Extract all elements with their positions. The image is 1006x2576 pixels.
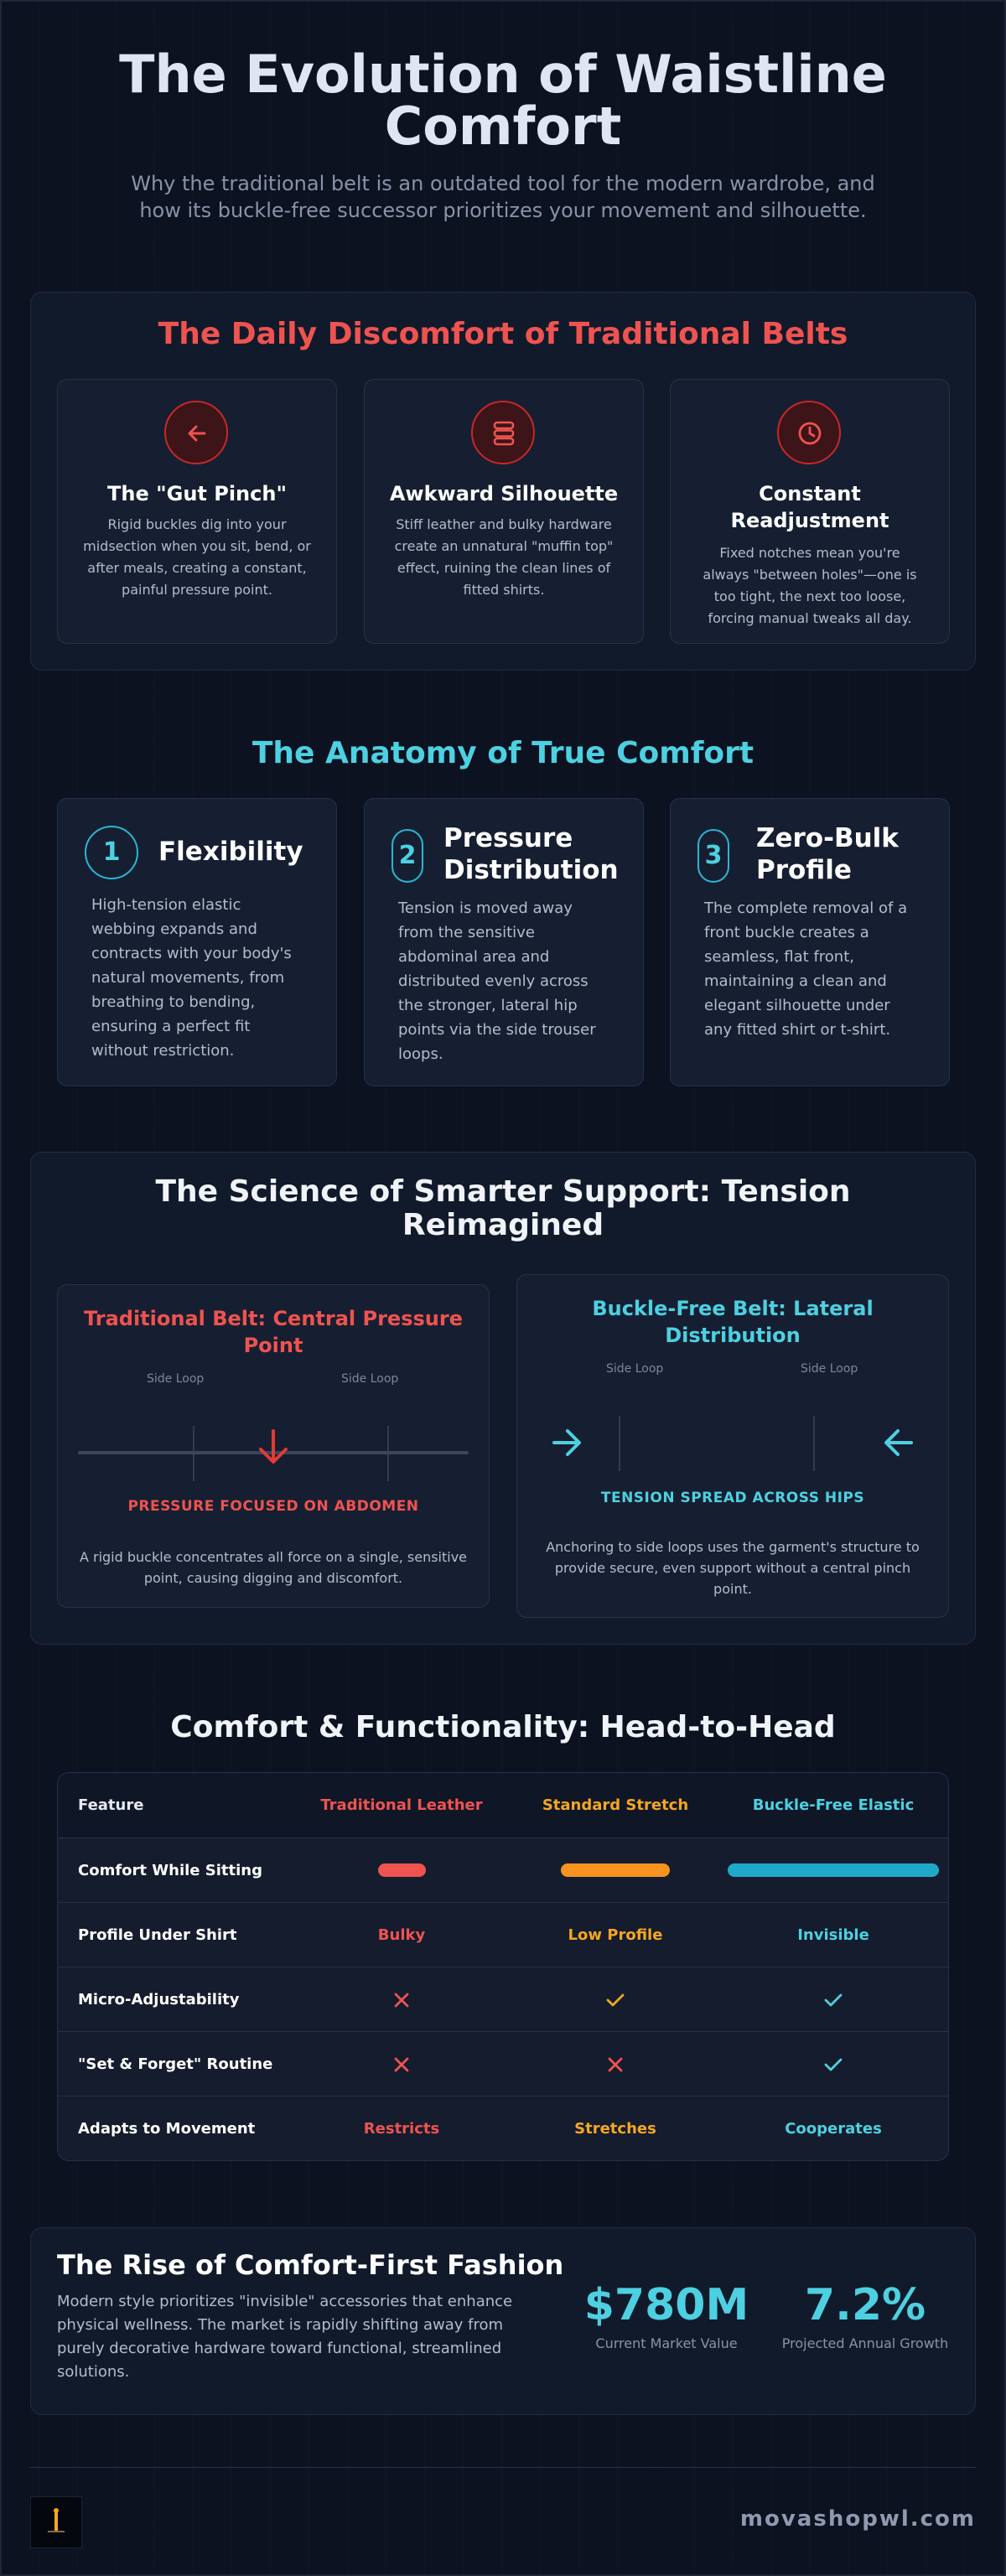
card-title: Awkward Silhouette [389,482,619,505]
table-row: Adapts to Movement Restricts Stretches C… [58,2096,948,2160]
value-traditional: Bulky [377,1926,426,1944]
header-traditional: Traditional Leather [320,1796,483,1814]
card-title: The "Gut Pinch" [107,482,287,505]
cross-icon [301,1967,502,2032]
science-title: The Science of Smarter Support: Tension … [155,1174,851,1242]
table-row: "Set & Forget" Routine [58,2031,948,2097]
discomfort-card: Constant Readjustment Fixed notches mean… [670,379,950,644]
card-text: Stiff leather and bulky hardware create … [394,516,614,598]
side-loop-label: Side Loop [801,1362,858,1376]
header-elastic: Buckle-Free Elastic [752,1796,915,1814]
traditional-title: Traditional Belt: Central Pressure Point [84,1307,463,1357]
anatomy-card: 3 Zero-Bulk Profile The complete removal… [670,798,950,1086]
footer-divider [30,2467,976,2468]
header-feature: Feature [78,1796,144,1814]
step-number: 2 [392,829,423,883]
brand-link[interactable]: movashopwl.com [739,2506,976,2532]
clock-icon [777,401,841,464]
value-stretch: Low Profile [568,1926,663,1944]
check-icon [724,2032,942,2097]
stack-icon [471,401,535,464]
feature-label: Profile Under Shirt [78,1926,237,1944]
comparison-title: Comfort & Functionality: Head-to-Head [170,1710,836,1744]
anatomy-card-text: High-tension elastic webbing expands and… [91,896,292,1060]
side-loop-label: Side Loop [606,1362,664,1376]
bucklefree-text: Anchoring to side loops uses the garment… [546,1539,920,1597]
tension-caption: TENSION SPREAD ACROSS HIPS [600,1490,865,1506]
discomfort-title: The Daily Discomfort of Traditional Belt… [158,317,848,351]
page-subtitle: Why the traditional belt is an outdated … [131,172,875,222]
table-header-row: Feature Traditional Leather Standard Str… [58,1773,948,1837]
anatomy-card-title: Pressure Distribution [443,823,619,885]
traditional-text: A rigid buckle concentrates all force on… [79,1549,468,1586]
stat-label: Projected Annual Growth [781,2335,949,2351]
value-elastic: Cooperates [785,2120,882,2138]
value-traditional: Restricts [363,2120,440,2138]
header-stretch: Standard Stretch [542,1796,689,1814]
brand-logo [30,2496,82,2548]
page-title: The Evolution of Waistline Comfort [119,44,887,157]
arrow-left-icon [164,401,228,464]
comfort-bar [377,1863,426,1877]
table-row: Comfort While Sitting [58,1837,948,1903]
check-icon [724,1967,942,2032]
card-text: Fixed notches mean you're always "betwee… [703,545,917,626]
anatomy-card-title: Flexibility [158,837,303,867]
side-loop-label: Side Loop [147,1372,205,1386]
discomfort-card: Awkward Silhouette Stiff leather and bul… [364,379,644,644]
anatomy-card-text: Tension is moved away from the sensitive… [398,899,596,1063]
anatomy-card: 1 Flexibility High-tension elastic webbi… [57,798,337,1086]
anatomy-card-title: Zero-Bulk Profile [756,823,899,885]
step-number: 1 [85,826,138,879]
stat-value: 7.2% [804,2280,926,2330]
feature-label: Micro-Adjustability [78,1991,240,2008]
pressure-caption: PRESSURE FOCUSED ON ABDOMEN [127,1498,419,1515]
cross-icon [301,2032,502,2097]
comfort-bar [561,1863,670,1877]
value-elastic: Invisible [797,1926,869,1944]
discomfort-card: The "Gut Pinch" Rigid buckles dig into y… [57,379,337,644]
central-pressure-diagram [78,1426,469,1481]
anatomy-title: The Anatomy of True Comfort [252,736,754,770]
comparison-table: Feature Traditional Leather Standard Str… [57,1772,949,2161]
table-row: Micro-Adjustability [58,1967,948,2032]
feature-label: "Set & Forget" Routine [78,2055,273,2073]
anatomy-card: 2 Pressure Distribution Tension is moved… [364,798,644,1086]
card-text: Rigid buckles dig into your midsection w… [83,516,311,598]
side-loop-label: Side Loop [341,1372,399,1386]
table-row: Profile Under Shirt Bulky Low Profile In… [58,1902,948,1967]
step-number: 3 [697,829,729,883]
cross-icon [515,2032,716,2097]
check-icon [515,1967,716,2032]
lateral-distribution-diagram [537,1416,928,1471]
traditional-diagram-card: Traditional Belt: Central Pressure Point… [57,1284,490,1608]
value-stretch: Stretches [574,2120,656,2138]
market-title: The Rise of Comfort-First Fashion [57,2249,564,2281]
bucklefree-title: Buckle-Free Belt: Lateral Distribution [592,1297,874,1347]
bucklefree-diagram-card: Buckle-Free Belt: Lateral Distribution S… [516,1274,949,1618]
market-text: Modern style prioritizes "invisible" acc… [57,2293,513,2381]
anatomy-card-text: The complete removal of a front buckle c… [704,899,908,1039]
card-title: Constant Readjustment [730,482,889,532]
stat-value: $780M [583,2280,749,2330]
stat-label: Current Market Value [595,2335,738,2351]
market-panel [30,2227,976,2415]
feature-label: Adapts to Movement [78,2120,256,2138]
comfort-bar [728,1863,939,1877]
feature-label: Comfort While Sitting [78,1862,262,1879]
